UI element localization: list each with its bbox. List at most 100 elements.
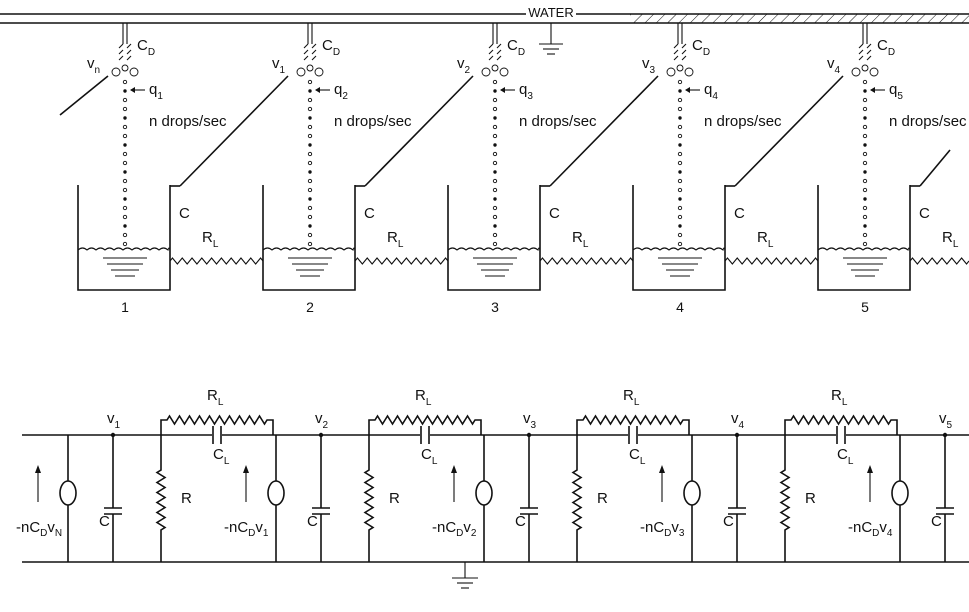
charge-arrow-icon: [500, 87, 505, 93]
nozzle-capacitance-label-sub: D: [703, 47, 710, 58]
water-drop-icon: [492, 232, 498, 238]
series-capacitance-label: CL: [629, 446, 646, 467]
bucket-number: 2: [306, 299, 314, 315]
bucket-voltage-label: v4: [827, 55, 841, 76]
svg-text:RL: RL: [415, 387, 432, 408]
link-resistance-label-main: R: [387, 229, 398, 246]
source-label-sub1: D: [872, 528, 879, 539]
svg-text:v2: v2: [457, 55, 471, 76]
bucket-number: 3: [491, 299, 499, 315]
link-resistance-label: RL: [942, 229, 959, 250]
water-drop-icon: [122, 124, 128, 130]
drop-rate-label: n drops/sec: [889, 113, 967, 130]
nozzle-capacitance-label-main: C: [507, 37, 518, 54]
source-label-sub2: 3: [679, 528, 685, 539]
bucket-capacitance-label: C: [919, 205, 930, 222]
node-voltage-label-sub: 4: [739, 420, 745, 431]
series-resistance-label-sub: L: [426, 397, 432, 408]
water-drop-icon: [122, 133, 128, 139]
link-resistance-label-main: R: [757, 229, 768, 246]
svg-text:CL: CL: [213, 446, 230, 467]
water-drop-icon: [307, 232, 313, 238]
water-drop-icon: [678, 116, 682, 120]
source-label-prefix: -nC: [432, 519, 456, 536]
water-drop-icon: [492, 97, 498, 103]
bucket-voltage-label-main: v: [642, 55, 650, 72]
series-resistance-label: RL: [623, 387, 640, 408]
water-drop-icon: [123, 116, 127, 120]
link-resistance-label-main: R: [942, 229, 953, 246]
shunt-capacitance-label: C: [723, 513, 734, 530]
pipe-hatching: [630, 14, 969, 23]
source-label-v: v: [47, 519, 55, 536]
water-drop-icon: [308, 224, 312, 228]
water-drop-icon: [863, 170, 867, 174]
water-drop-icon: [863, 197, 867, 201]
water-drop-icon: [307, 97, 313, 103]
link-resistor-icon: [724, 257, 819, 265]
nozzle-capacitance-label: CD: [137, 37, 155, 58]
source-label: -nCDvN: [16, 519, 62, 539]
water-drop-icon: [493, 170, 497, 174]
water-drop-icon: [677, 79, 683, 85]
bucket-voltage-label: v3: [642, 55, 656, 76]
bucket-to-electrode-wire: [364, 75, 474, 187]
svg-text:vn: vn: [87, 55, 100, 76]
source-arrow-icon: [35, 465, 41, 473]
svg-text:q3: q3: [519, 81, 533, 102]
drop-charge-label-main: q: [704, 81, 712, 98]
bucket-voltage-label-sub: 3: [650, 65, 656, 76]
bucket-voltage-label-sub: 2: [465, 65, 471, 76]
shunt-capacitance-label: C: [99, 513, 110, 530]
node-voltage-label: v2: [315, 410, 329, 431]
water-drop-icon: [677, 151, 683, 157]
water-drop-icon: [122, 205, 128, 211]
link-resistor-icon: [169, 257, 264, 265]
link-resistor-icon: [539, 257, 634, 265]
drop-rate-label: n drops/sec: [149, 113, 227, 130]
source-label-prefix: -nC: [848, 519, 872, 536]
link-resistance-label-sub: L: [768, 239, 774, 250]
source-label: -nCDv4: [848, 519, 893, 539]
bucket-wall: [77, 185, 171, 291]
water-drop-icon: [307, 106, 313, 112]
shunt-resistor-icon: [571, 435, 583, 562]
water-drop-icon: [677, 97, 683, 103]
water-drop-icon: [493, 89, 497, 93]
water-drop-icon: [122, 160, 128, 166]
bucket-number: 4: [676, 299, 684, 315]
source-arrow-icon: [243, 465, 249, 473]
water-drop-icon: [492, 214, 498, 220]
water-drop-icon: [123, 143, 127, 147]
source-label-prefix: -nC: [224, 519, 248, 536]
svg-text:RL: RL: [757, 229, 774, 250]
water-drop-icon: [123, 197, 127, 201]
charge-arrow-icon: [685, 87, 690, 93]
water-drop-icon: [492, 79, 498, 85]
svg-text:v1: v1: [107, 410, 121, 431]
water-drop-icon: [122, 178, 128, 184]
source-label: -nCDv3: [640, 519, 685, 539]
water-drop-icon: [677, 241, 683, 247]
water-drop-icon: [122, 241, 128, 247]
bucket-capacitance-label: C: [179, 205, 190, 222]
series-resistance-label-sub: L: [634, 397, 640, 408]
svg-text:RL: RL: [623, 387, 640, 408]
source-arrow-icon: [451, 465, 457, 473]
water-drop-icon: [492, 241, 498, 247]
water-drop-icon: [862, 178, 868, 184]
circuit-ground-icon: [452, 562, 478, 589]
shunt-resistance-label: R: [181, 490, 192, 507]
node-voltage-label: v5: [939, 410, 953, 431]
node-voltage-label-main: v: [107, 410, 115, 427]
bucket-voltage-label-sub: 1: [280, 65, 286, 76]
drop-charge-label-main: q: [149, 81, 157, 98]
link-resistance-label-sub: L: [213, 239, 219, 250]
series-resistor-icon: [784, 414, 898, 435]
source-label-prefix: -nC: [16, 519, 40, 536]
water-drop-icon: [862, 187, 868, 193]
water-drop-icon: [307, 133, 313, 139]
drop-charge-label: q4: [704, 81, 718, 102]
